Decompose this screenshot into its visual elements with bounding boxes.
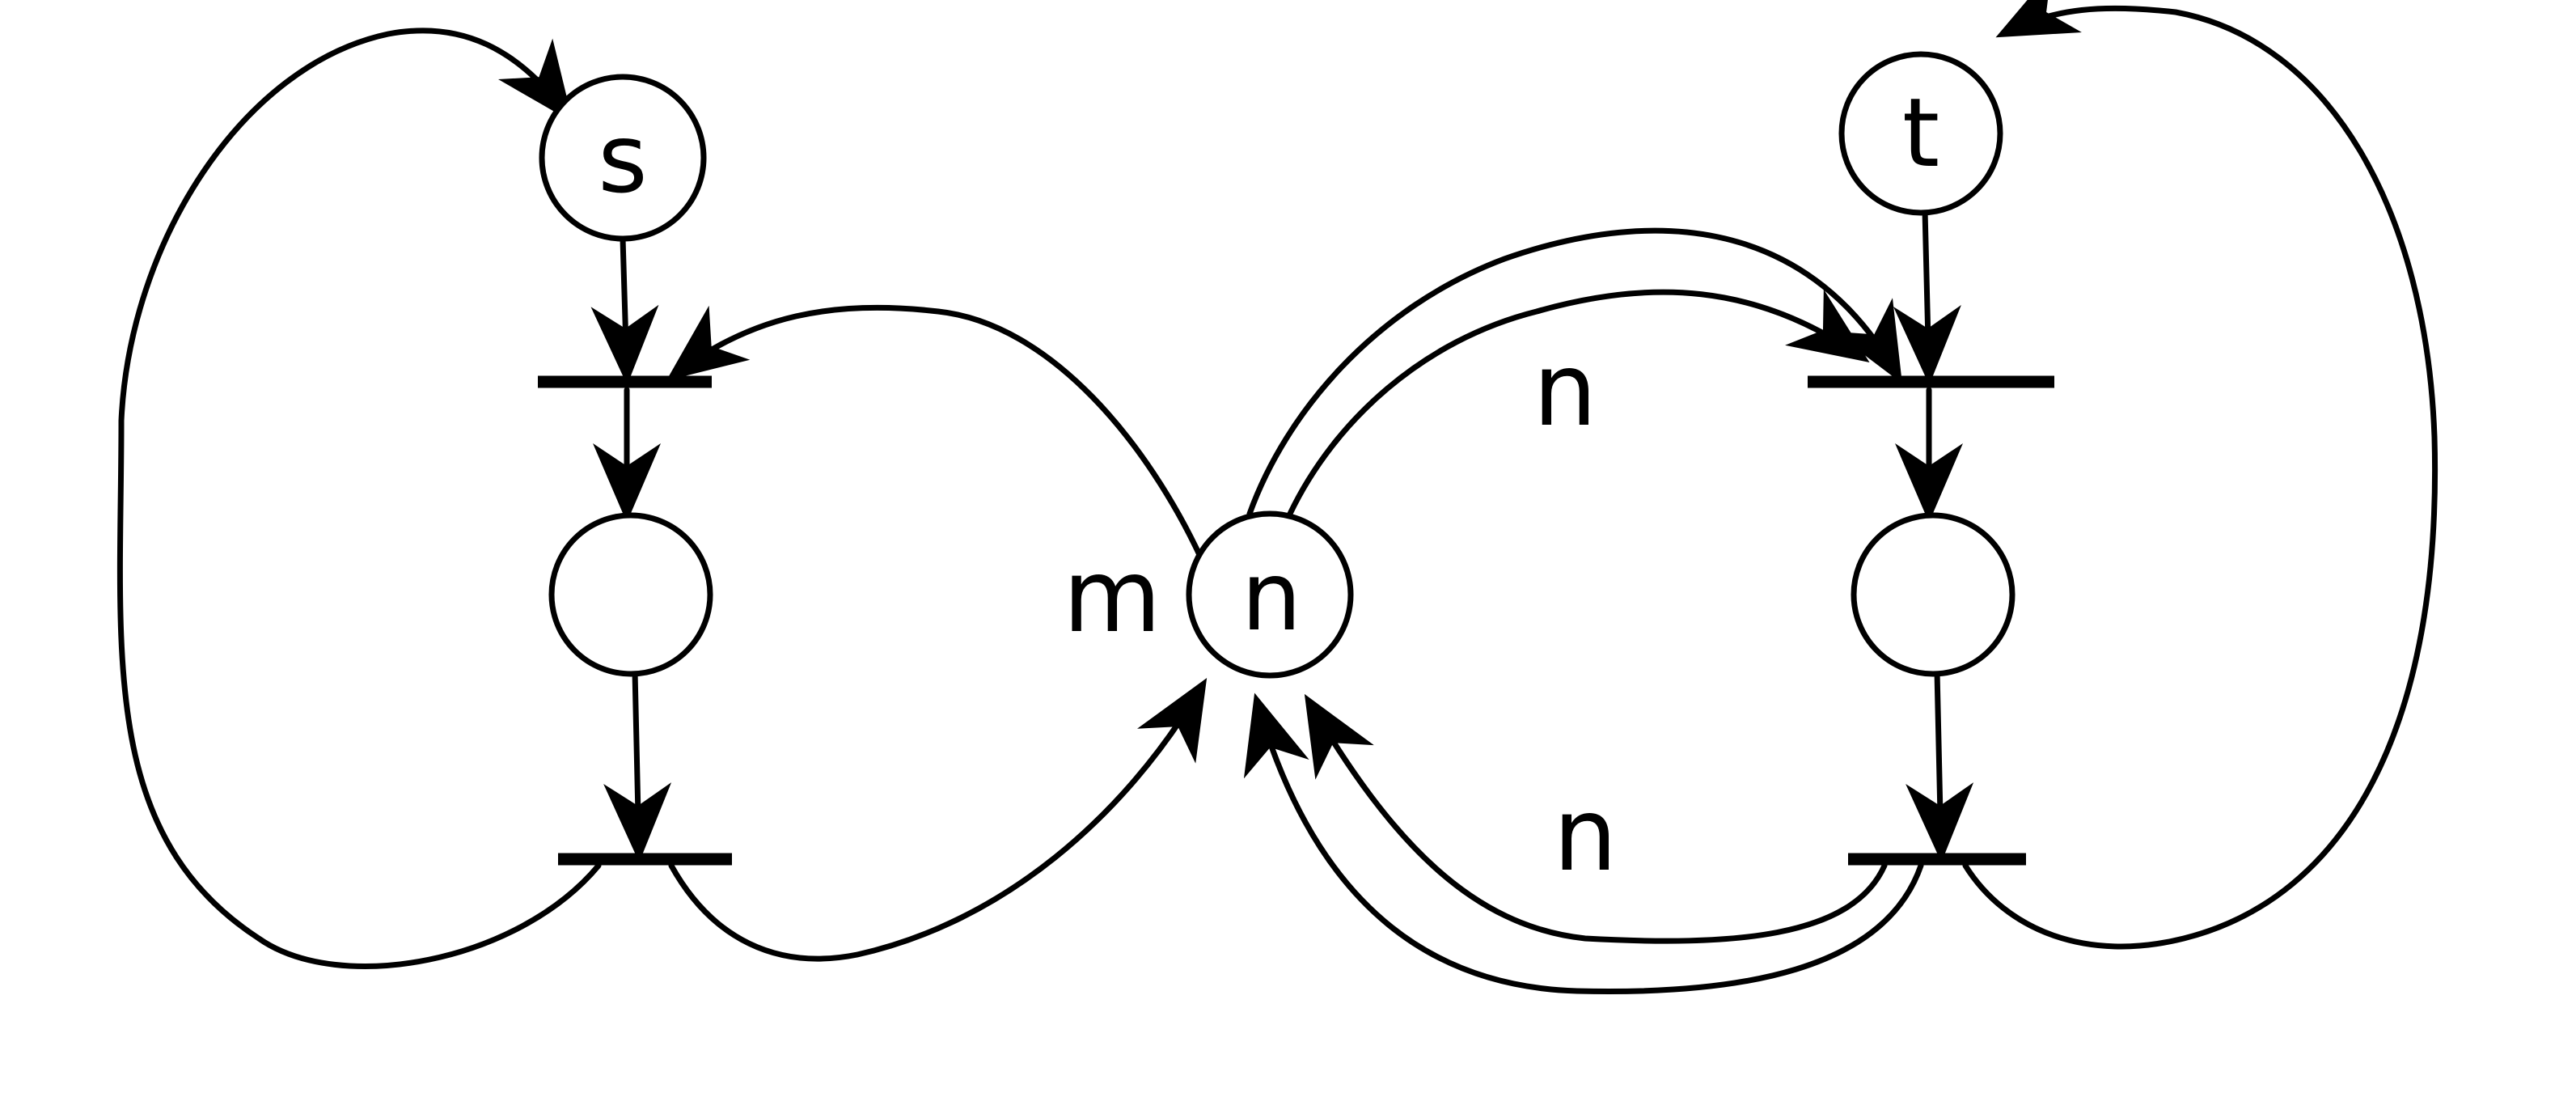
arc-right-bottom-transition-to-center-outer xyxy=(1243,693,1924,994)
arc-right-middle-place-to-right-bottom-transition xyxy=(1906,668,1974,862)
arc-label-n-bottom: n xyxy=(1553,777,1617,894)
arc-left-loop-to-s xyxy=(116,28,602,969)
arc-center-to-right-top-transition-outer xyxy=(1246,227,1902,517)
arc-right-bottom-transition-to-center-inner xyxy=(1304,693,1888,944)
arc-center-to-left-top-transition xyxy=(666,304,1204,561)
place-t xyxy=(1838,51,2003,216)
place-right-middle xyxy=(1851,512,2016,677)
arc-left-middle-place-to-left-bottom-transition xyxy=(603,668,672,862)
arc-right-loop-to-t xyxy=(1962,0,2439,950)
place-s xyxy=(539,74,707,242)
arc-t-to-right-top-transition xyxy=(1893,207,1961,385)
place-center-label: n xyxy=(1241,540,1302,652)
place-center xyxy=(1186,510,1354,679)
arc-s-to-left-top-transition xyxy=(590,235,659,385)
arc-left-bottom-transition-to-center xyxy=(668,677,1208,962)
arc-center-to-right-top-transition-inner xyxy=(1287,289,1870,517)
arc-label-m: m xyxy=(1063,538,1161,655)
arc-label-n-top: n xyxy=(1533,332,1597,449)
place-s-label: s xyxy=(598,103,647,214)
place-left-middle xyxy=(548,512,713,677)
place-t-label: t xyxy=(1902,77,1939,188)
